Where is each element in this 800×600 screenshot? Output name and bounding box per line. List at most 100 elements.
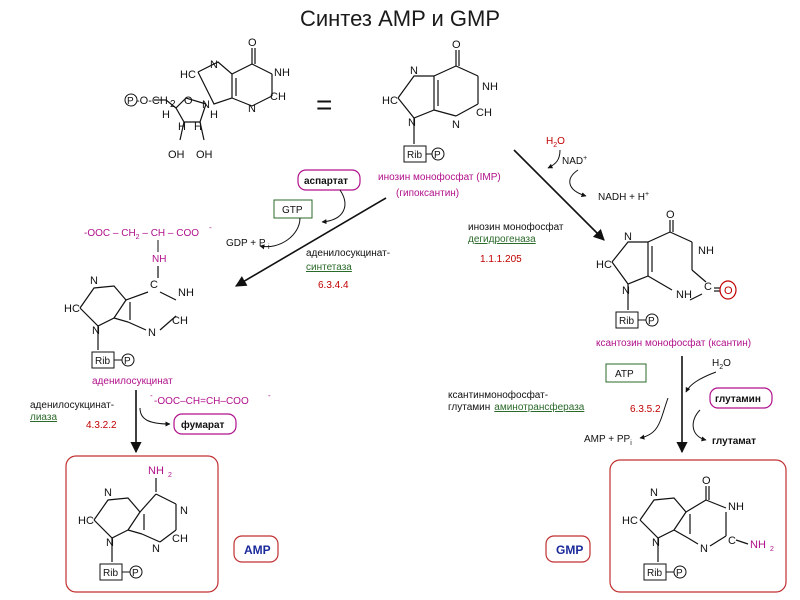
atom: N (202, 99, 210, 111)
phosphate-label: P (124, 356, 131, 367)
subscript: 2 (170, 99, 176, 110)
atom: H (178, 121, 186, 133)
atom: NH (698, 245, 714, 257)
atom: O (452, 39, 461, 51)
atom: -O-CH (136, 95, 168, 107)
atom: O (248, 37, 257, 49)
imp-to-adenylosuccinate-arrow (235, 197, 387, 287)
atom: CH (476, 107, 492, 119)
amp-box (65, 455, 219, 593)
lyase-line1: аденилосукцинат- (30, 400, 114, 411)
ribose-label: Rib (647, 568, 662, 579)
atom: N (148, 327, 156, 339)
ec-number: 6.3.4.4 (318, 280, 349, 291)
highlighted-oxygen (719, 280, 737, 300)
atom: N (700, 543, 708, 555)
atom: N (92, 325, 100, 337)
enzyme-adenylosuccinate-synthetase-1: аденилосукцинат- (306, 248, 390, 259)
subscript: 2 (770, 546, 774, 553)
atom: N (452, 119, 460, 131)
phosphate-label: P (648, 316, 655, 327)
atom: N (152, 543, 160, 555)
gdp-pi-label: GDP + P (226, 238, 266, 249)
atom: HC (64, 303, 80, 315)
atom: C (728, 535, 736, 547)
aspartate-badge (297, 169, 361, 191)
atom: N (90, 275, 98, 287)
atom: CH (270, 91, 286, 103)
phosphate-icon (431, 147, 445, 161)
atom: N (180, 505, 188, 517)
adenylosuccinate-structure: -OOC – CH2 – CH – COO - NH C N HC NH CH … (64, 223, 212, 369)
xmp-structure: N HC O NH NH C O N Rib P (596, 209, 737, 329)
atom: NH (728, 501, 744, 513)
atom: NH (482, 81, 498, 93)
atp-label: ATP (615, 369, 634, 380)
enzyme-gmps-1: ксантинмонофосфат- (448, 389, 548, 401)
atom: OH (168, 149, 185, 161)
ribose-label: Rib (619, 316, 634, 327)
atom: N (248, 103, 256, 115)
atom: O (666, 209, 675, 221)
water-label: H2O (546, 136, 565, 149)
charge: - (150, 391, 153, 400)
atom: H (194, 121, 202, 133)
ec-number: 6.3.5.2 (630, 404, 661, 415)
nad-label: NAD+ (562, 155, 587, 167)
phosphate-label: P (127, 96, 134, 107)
phosphate-label: P (434, 150, 441, 161)
ribose-label: Rib (103, 568, 118, 579)
gtp-label: GTP (282, 205, 303, 216)
atom: O (184, 95, 193, 107)
gtp-box (273, 199, 313, 219)
phosphate-icon (129, 565, 143, 579)
atom: HC (596, 259, 612, 271)
phosphate-label: P (676, 568, 683, 579)
atom: NH (148, 465, 164, 477)
atom: N (650, 487, 658, 499)
ribose-label: Rib (407, 150, 422, 161)
atom: CH (172, 533, 188, 545)
atom: HC (78, 515, 94, 527)
adenylosuccinate-name: аденилосукцинат (92, 376, 173, 387)
atom: N (624, 231, 632, 243)
atom: HC (622, 515, 638, 527)
page-title: Синтез AMP и GMP (300, 6, 500, 31)
xmp-name: ксантозин монофосфат (ксантин) (596, 337, 751, 349)
atom: OH (196, 149, 213, 161)
aspartate-label: аспартат (304, 176, 348, 187)
atp-box (605, 363, 647, 383)
imp-full-structure: N HC O NH CH N N O -O-CH 2 H H H H OH OH… (124, 37, 290, 161)
aspartate-chain: -OOC – CH2 – CH – COO (84, 228, 199, 241)
phosphate-label: P (132, 568, 139, 579)
atom: NH (676, 289, 692, 301)
fumarate-formula: -OOC–CH=CH–COO (154, 396, 249, 407)
fumarate-label: фумарат (181, 419, 225, 431)
ribose-label: Rib (95, 356, 110, 367)
atom: N (106, 537, 114, 549)
glutamine-badge (709, 387, 773, 409)
lyase-line2: лиаза (30, 412, 57, 423)
charge: - (209, 223, 212, 232)
imp-compact-structure: N HC O NH CH N N Rib P (382, 39, 498, 163)
gmp-structure: N HC O NH N C NH 2 N Rib P (622, 475, 774, 581)
equals-sign: = (316, 89, 332, 120)
atom: N (104, 487, 112, 499)
amp-badge (233, 535, 279, 563)
nadh-label: NADH + H+ (598, 191, 649, 203)
atom: C (150, 279, 158, 291)
enzyme-impdh-1: инозин монофосфат (468, 221, 564, 233)
amp-ppi-label: AMP + PPi (584, 434, 632, 447)
atom: N (408, 117, 416, 129)
atom: NH (178, 287, 194, 299)
atom: NH (152, 254, 166, 265)
charge: - (268, 391, 271, 400)
lyase-ec: 4.3.2.2 (86, 420, 117, 431)
atom: NH (274, 67, 290, 79)
gmp-box (609, 459, 787, 593)
imp-to-xmp-arrow (513, 149, 605, 241)
ec-number: 1.1.1.205 (480, 254, 522, 265)
phosphate-icon (645, 313, 659, 327)
